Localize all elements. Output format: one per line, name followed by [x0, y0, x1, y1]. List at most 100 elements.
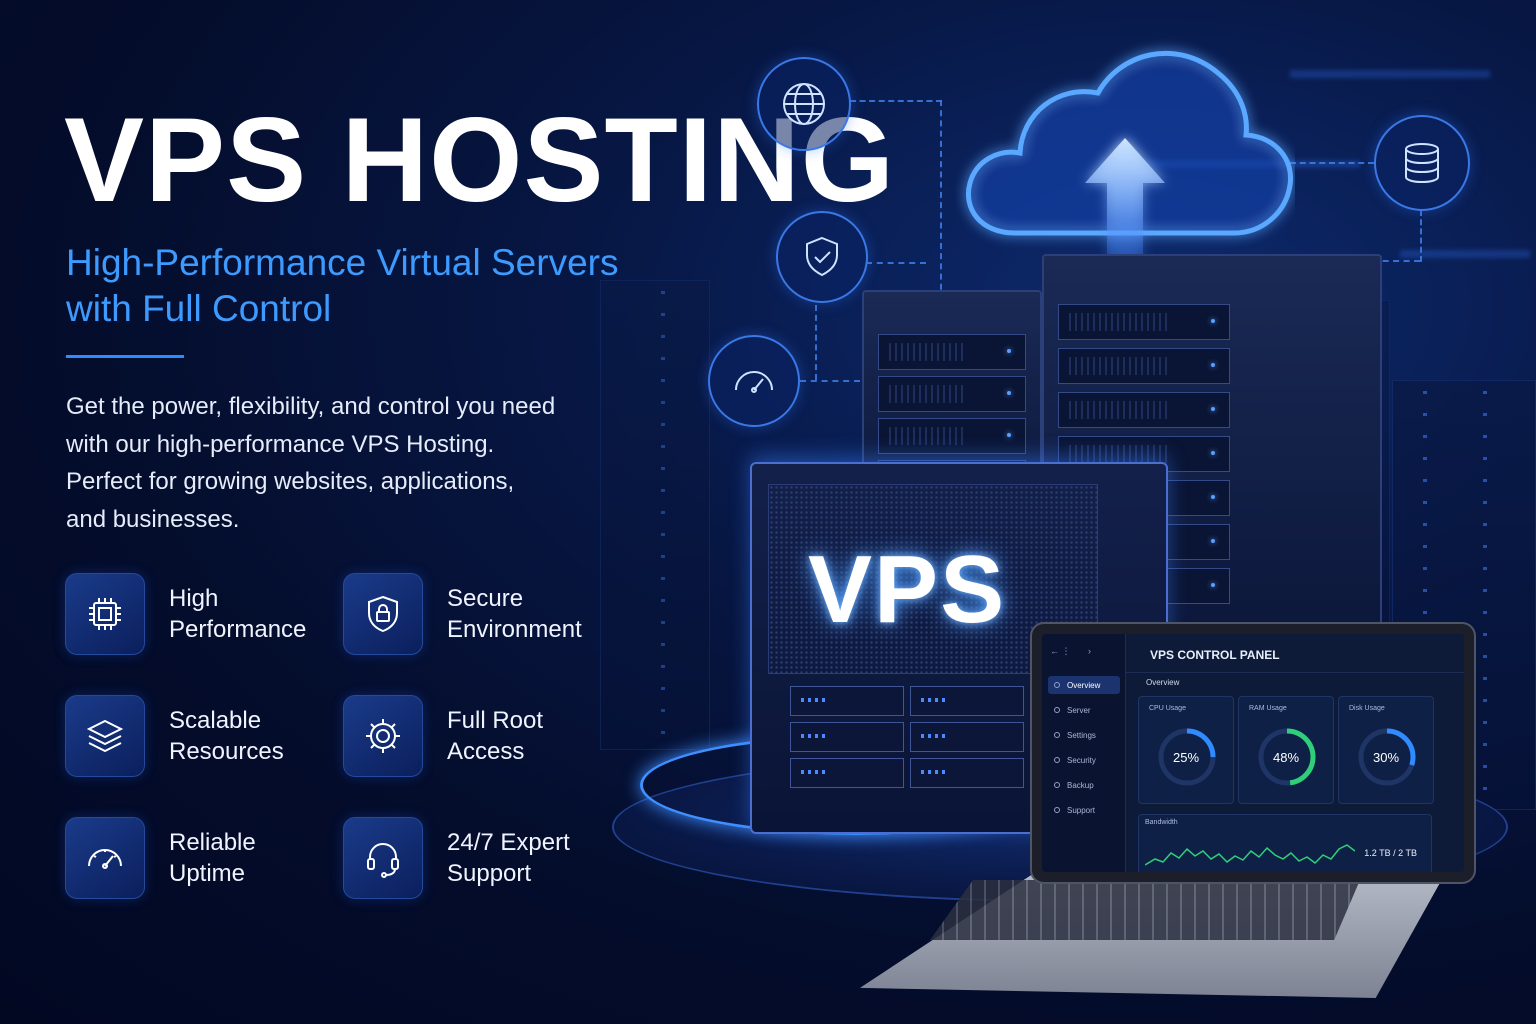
- network-line: [800, 380, 860, 382]
- shield-check-icon: [806, 236, 838, 277]
- back-arrow-icon[interactable]: ← ⋮ ›: [1050, 646, 1092, 656]
- drive-bay: [790, 686, 904, 716]
- feature-label-line: Environment: [447, 616, 582, 643]
- cp-menu-label: Settings: [1067, 730, 1096, 740]
- database-icon-circle: [1374, 115, 1470, 211]
- subtitle-line: with Full Control: [66, 288, 332, 329]
- disk-gauge: [1358, 728, 1416, 786]
- network-line: [866, 262, 926, 264]
- cp-menu-overview[interactable]: Overview: [1048, 676, 1120, 694]
- cp-menu-support[interactable]: Support: [1048, 801, 1120, 819]
- cp-sidebar: ← ⋮ › Overview Server Settings Security …: [1042, 634, 1126, 872]
- cp-menu-server[interactable]: Server: [1048, 701, 1120, 719]
- cp-menu-label: Support: [1067, 805, 1096, 815]
- cp-menu-label: Overview: [1067, 680, 1101, 690]
- cp-menu-security[interactable]: Security: [1048, 751, 1120, 769]
- bandwidth-card: Bandwidth 1.2 TB / 2 TB: [1138, 814, 1432, 872]
- shield-lock-icon: [368, 595, 398, 633]
- network-line: [940, 100, 942, 300]
- cpu-usage-card: CPU Usage 25%: [1138, 696, 1234, 804]
- speedometer-icon: [735, 371, 773, 393]
- background-ceiling-light: [1400, 250, 1530, 258]
- feature-icon-box: [65, 695, 145, 777]
- feature-label-line: Access: [447, 738, 525, 765]
- feature-label-line: Secure: [447, 585, 524, 612]
- disk-usage-card: Disk Usage 30%: [1338, 696, 1434, 804]
- database-icon: [1405, 143, 1439, 184]
- cp-menu-label: Server: [1067, 705, 1091, 715]
- feature-label-line: Full Root: [447, 707, 544, 734]
- network-line: [1290, 162, 1374, 164]
- globe-icon-circle: [757, 57, 851, 151]
- description-line: with our high-performance VPS Hosting.: [66, 430, 495, 458]
- cp-header-divider: [1126, 672, 1464, 673]
- description-line: Get the power, flexibility, and control …: [66, 393, 556, 420]
- vps-server-box: [750, 462, 1168, 834]
- feature-high-performance: High Performance: [65, 573, 329, 655]
- feature-icon-box: [343, 695, 423, 777]
- cp-menu-label: Security: [1067, 755, 1096, 765]
- cp-menu-label: Backup: [1067, 780, 1094, 790]
- network-line: [1420, 210, 1422, 262]
- cloud-upload-icon: [966, 50, 1294, 268]
- security-icon: [1054, 757, 1060, 763]
- drive-bay: [910, 722, 1024, 752]
- feature-label-line: Scalable: [169, 707, 262, 734]
- gauge-label: CPU Usage: [1149, 705, 1186, 712]
- drive-bay: [790, 722, 904, 752]
- headset-icon: [367, 843, 399, 878]
- feature-icon-box: [343, 573, 423, 655]
- cpu-chip-icon: [89, 598, 121, 630]
- vps-label: VPS: [808, 536, 1007, 643]
- cpu-gauge: [1158, 728, 1216, 786]
- feature-secure-environment: Secure Environment: [343, 573, 607, 655]
- feature-icon-box: [65, 573, 145, 655]
- cp-section-title: Overview: [1146, 678, 1180, 687]
- feature-expert-support: 24/7 Expert Support: [343, 817, 607, 899]
- gauge-value: 25%: [1172, 750, 1200, 765]
- cp-menu-backup[interactable]: Backup: [1048, 776, 1120, 794]
- feature-full-root-access: Full Root Access: [343, 695, 607, 777]
- subtitle: High-Performance Virtual Servers with Fu…: [66, 240, 706, 332]
- feature-label-line: Resources: [169, 738, 284, 765]
- bandwidth-label: Bandwidth: [1145, 819, 1178, 826]
- description-line: Perfect for growing websites, applicatio…: [66, 468, 515, 495]
- feature-label: Secure Environment: [447, 583, 607, 645]
- description-line: and businesses.: [66, 505, 240, 533]
- feature-label-line: High: [169, 585, 219, 612]
- drive-bay: [910, 758, 1024, 788]
- description: Get the power, flexibility, and control …: [66, 388, 606, 538]
- control-panel: ← ⋮ › Overview Server Settings Security …: [1042, 634, 1464, 872]
- bandwidth-value: 1.2 TB / 2 TB: [1364, 848, 1417, 858]
- background-server-rack: [600, 280, 710, 750]
- feature-label-line: Performance: [169, 616, 307, 643]
- globe-icon: [783, 83, 825, 125]
- gauge-value: 48%: [1272, 750, 1300, 765]
- speedometer-icon: [88, 849, 122, 869]
- ram-gauge: [1258, 728, 1316, 786]
- feature-label: Full Root Access: [447, 705, 607, 767]
- speedometer-icon-circle: [708, 335, 800, 427]
- gauge-value: 30%: [1372, 750, 1400, 765]
- cloud-upload: [955, 28, 1295, 268]
- gauge-label: Disk Usage: [1349, 705, 1385, 712]
- title-divider: [66, 355, 184, 358]
- feature-scalable-resources: Scalable Resources: [65, 695, 329, 777]
- laptop-keyboard: [930, 880, 1360, 940]
- cp-menu-settings[interactable]: Settings: [1048, 726, 1120, 744]
- server-icon: [1054, 707, 1060, 713]
- cp-title: VPS CONTROL PANEL: [1150, 648, 1280, 662]
- bandwidth-sparkline: [1145, 844, 1355, 866]
- gear-icon: [366, 719, 400, 753]
- network-line: [815, 305, 817, 380]
- subtitle-line: High-Performance Virtual Servers: [66, 242, 619, 283]
- feature-label-line: 24/7 Expert: [447, 829, 570, 856]
- feature-label-line: Reliable: [169, 829, 256, 856]
- drive-bay: [910, 686, 1024, 716]
- gauge-label: RAM Usage: [1249, 705, 1287, 712]
- feature-icon-box: [343, 817, 423, 899]
- layers-icon: [86, 719, 124, 753]
- support-icon: [1054, 807, 1060, 813]
- feature-icon-box: [65, 817, 145, 899]
- settings-icon: [1054, 732, 1060, 738]
